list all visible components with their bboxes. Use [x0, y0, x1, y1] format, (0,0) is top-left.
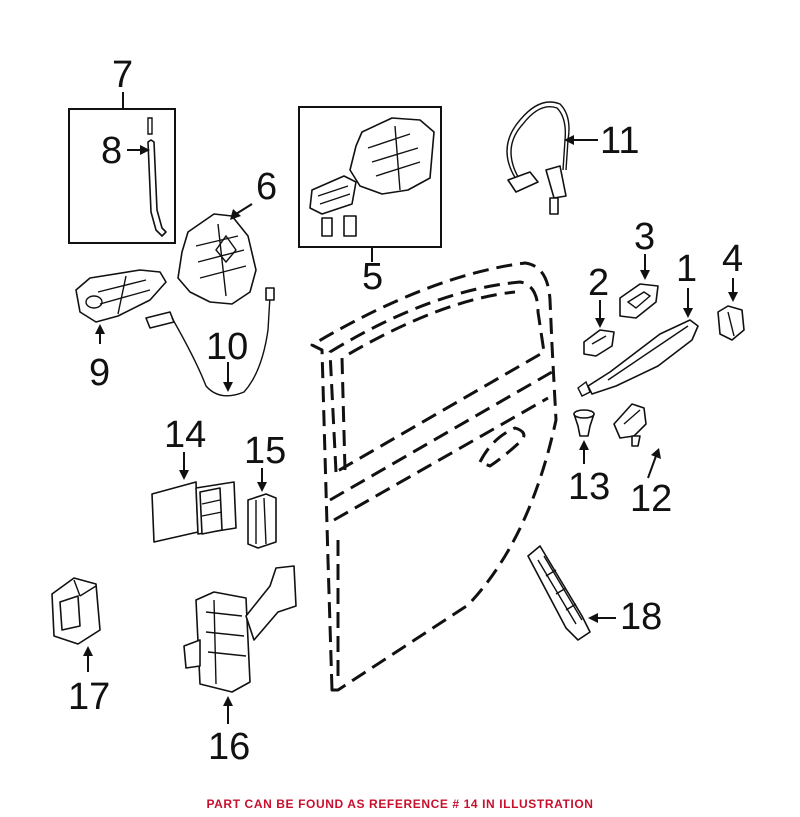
part-16-leader — [223, 696, 233, 724]
part-14-hinge — [151, 481, 237, 543]
rear-door-outline — [310, 261, 558, 692]
callout-10: 10 — [206, 326, 249, 368]
part-13-grommet — [573, 409, 595, 437]
part-6-leader — [230, 203, 253, 220]
part-1-leader — [683, 288, 693, 318]
callout-4: 4 — [722, 238, 744, 280]
part-13-leader — [579, 440, 589, 464]
part-11-leader — [564, 135, 598, 145]
part-4-cap — [717, 305, 745, 341]
callout-14: 14 — [164, 414, 207, 456]
callout-11: 11 — [600, 120, 640, 162]
part-16-check-strap — [183, 565, 297, 693]
part-8-leader — [127, 145, 150, 155]
callout-17: 17 — [68, 676, 111, 718]
callout-3: 3 — [634, 216, 656, 258]
callout-2: 2 — [588, 262, 610, 304]
part-10-leader — [223, 362, 233, 392]
part-1-outer-handle — [577, 319, 699, 397]
part-18-trim — [527, 545, 591, 641]
callout-9: 9 — [89, 352, 111, 394]
part-10-cable — [145, 287, 275, 397]
part-9-leader — [95, 324, 105, 344]
part-7-box — [68, 92, 176, 244]
part-2-leader — [595, 300, 605, 328]
callout-5: 5 — [362, 256, 384, 298]
part-11-cable — [506, 101, 570, 215]
part-6-latch — [177, 213, 257, 305]
callout-15: 15 — [244, 430, 287, 472]
part-2-cap — [583, 329, 615, 357]
callout-16: 16 — [208, 726, 251, 768]
part-12-bracket — [613, 403, 647, 447]
part-15-leader — [257, 468, 267, 492]
callout-13: 13 — [568, 466, 611, 508]
callout-8: 8 — [101, 130, 123, 172]
part-15-pad — [247, 493, 277, 549]
part-17-leader — [83, 646, 93, 672]
part-3-gasket — [619, 283, 659, 319]
part-3-leader — [640, 254, 650, 280]
callout-7: 7 — [112, 54, 134, 96]
callout-12: 12 — [630, 478, 673, 520]
callout-6: 6 — [256, 166, 278, 208]
part-14-leader — [179, 452, 189, 480]
part-5-box — [298, 106, 442, 262]
callout-1: 1 — [676, 248, 698, 290]
part-9-inner-handle — [75, 269, 167, 323]
part-12-leader — [647, 448, 661, 479]
part-4-leader — [728, 278, 738, 302]
part-17-bracket — [51, 577, 101, 645]
callout-18: 18 — [620, 596, 663, 638]
part-18-leader — [588, 613, 616, 623]
reference-note: PART CAN BE FOUND AS REFERENCE # 14 IN I… — [206, 797, 594, 811]
